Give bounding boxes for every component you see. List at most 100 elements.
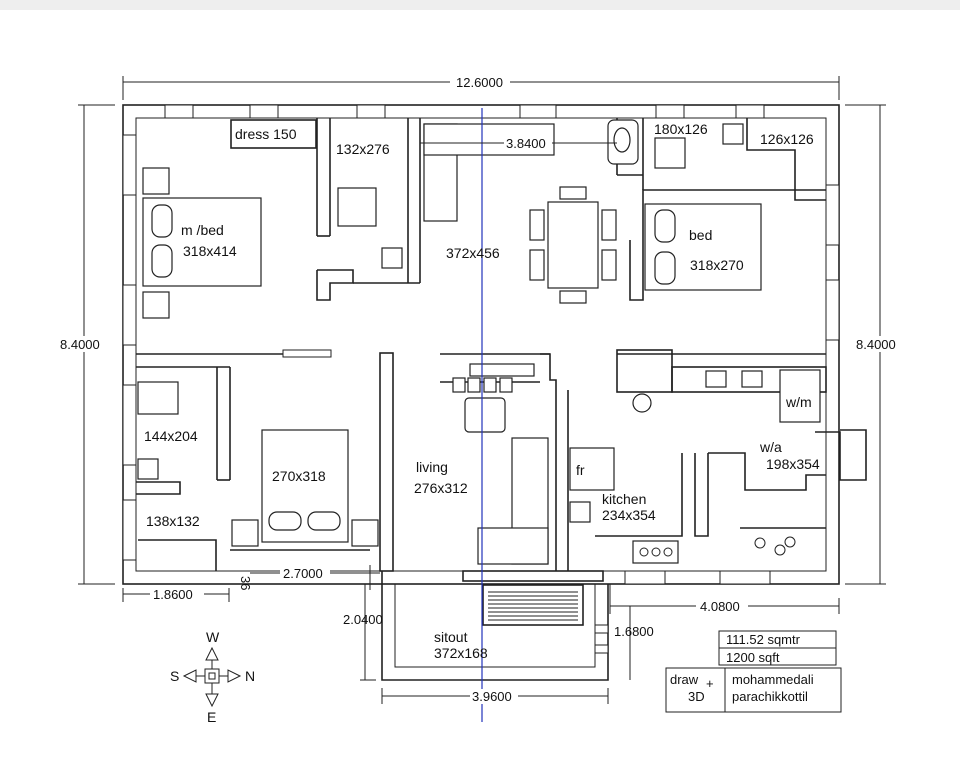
living-label: living <box>416 459 448 475</box>
right-height-dimension: 8.4000 <box>856 337 896 352</box>
pillow <box>307 511 341 531</box>
dining-size: 372x456 <box>446 245 500 261</box>
label-bg <box>504 136 552 150</box>
logo-line-2: 3D <box>688 689 705 704</box>
wall <box>708 452 826 491</box>
step <box>462 570 604 582</box>
bath-3-size: 144x204 <box>144 428 198 444</box>
closet-label: 132x276 <box>336 141 390 157</box>
inner-dimension: 3.8400 <box>506 136 546 151</box>
wardrobe-box <box>337 187 377 227</box>
compass-w: W <box>206 629 220 645</box>
tv-unit <box>452 377 466 393</box>
side-table <box>142 167 170 195</box>
window <box>164 104 194 119</box>
chair <box>559 290 587 304</box>
living-size: 276x312 <box>414 480 468 496</box>
washing-machine-label: w/m <box>785 394 812 410</box>
sitout-depth-dimension: 2.0400 <box>343 612 383 627</box>
label-bg <box>56 336 110 352</box>
steps <box>482 584 584 626</box>
sitout-size: 372x168 <box>434 645 488 661</box>
wall <box>540 353 557 571</box>
compass-n: N <box>245 668 255 684</box>
area-sqm: 111.52 sqmtr <box>726 632 801 647</box>
work-area-label: w/a <box>759 439 782 455</box>
wash-basin <box>381 247 403 269</box>
chair <box>601 209 617 241</box>
label-bg <box>450 74 510 90</box>
chair <box>529 209 545 241</box>
author-line-2: parachikkottil <box>732 689 808 704</box>
window <box>719 570 771 585</box>
area-sqft: 1200 sqft <box>726 650 780 665</box>
window <box>735 104 765 119</box>
inner-outer-wall <box>135 117 827 572</box>
chair <box>601 249 617 281</box>
tv-unit <box>499 377 513 393</box>
label-bg <box>696 599 748 614</box>
window <box>249 104 279 119</box>
bed-label: bed <box>689 227 712 243</box>
window <box>356 104 386 119</box>
partition-wall <box>379 352 394 572</box>
tv-unit <box>483 377 497 393</box>
kitchen-size: 234x354 <box>602 507 656 523</box>
sitout-label: sitout <box>434 629 468 645</box>
armchair <box>464 397 506 433</box>
pillow <box>654 251 676 285</box>
sitout-width-dimension: 3.9600 <box>472 689 512 704</box>
window <box>825 279 840 341</box>
master-bed-size: 318x414 <box>183 243 237 259</box>
toilet-bowl <box>613 127 631 153</box>
side-table <box>231 519 259 547</box>
window <box>655 104 685 119</box>
pillow <box>268 511 302 531</box>
compass-icon <box>182 646 242 708</box>
compass-s: S <box>170 668 179 684</box>
tv-unit <box>467 377 481 393</box>
walls <box>122 104 867 681</box>
washing-machine <box>779 369 821 423</box>
fridge <box>569 447 615 491</box>
label-bg <box>852 336 906 352</box>
outer-wall <box>122 104 840 585</box>
pillow <box>151 244 173 278</box>
dress-label: dress 150 <box>235 126 297 142</box>
wall <box>138 539 217 571</box>
wall <box>595 453 683 537</box>
bed-size: 318x270 <box>690 257 744 273</box>
basin <box>137 458 159 480</box>
label-bg <box>470 689 518 704</box>
window <box>519 104 557 119</box>
bed-3-size: 270x318 <box>272 468 326 484</box>
pillow <box>654 209 676 243</box>
wall <box>746 118 826 201</box>
counter <box>616 349 673 393</box>
sink <box>705 370 727 388</box>
dining-table <box>547 201 599 289</box>
wall <box>629 189 826 301</box>
window <box>825 184 840 246</box>
window <box>122 134 137 196</box>
wall-segment <box>282 349 332 358</box>
pillar <box>594 644 609 654</box>
basin <box>722 123 744 145</box>
shower <box>654 137 686 169</box>
wall <box>694 453 709 537</box>
window <box>122 384 137 466</box>
window <box>122 499 137 561</box>
door-frame <box>815 429 867 481</box>
work-area-size: 198x354 <box>766 456 820 472</box>
side-table <box>351 519 379 547</box>
pillar <box>594 624 609 634</box>
top-width-dimension: 12.6000 <box>456 75 503 90</box>
kitchen-label: kitchen <box>602 491 646 507</box>
furniture <box>137 119 821 565</box>
counter <box>671 366 827 393</box>
sofa <box>477 527 549 565</box>
bottom-36-dimension: 36 <box>238 576 253 590</box>
side-table <box>142 291 170 319</box>
top-bar <box>0 0 960 10</box>
